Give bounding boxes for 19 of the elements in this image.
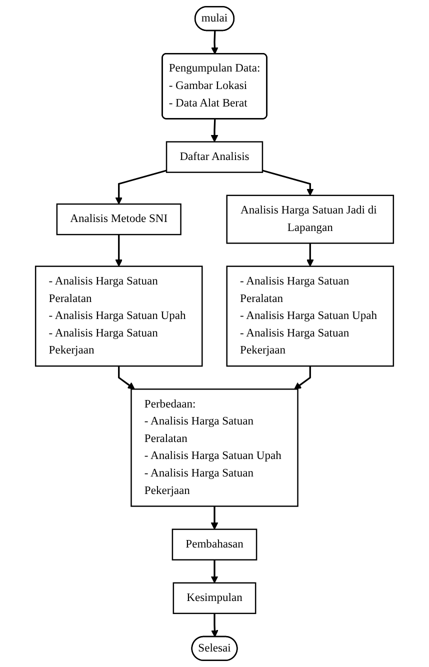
- arrow: [306, 243, 314, 267]
- arrow: [262, 170, 314, 196]
- arrow: [211, 30, 218, 54]
- node-box: Pembahasan: [172, 528, 258, 560]
- arrow: [115, 234, 122, 267]
- node-box: Daftar Analisis: [166, 141, 264, 173]
- arrow: [210, 119, 218, 142]
- node-box: Analisis Metode SNI: [56, 203, 182, 236]
- node-box: Kesimpulan: [172, 582, 256, 614]
- arrow: [115, 170, 167, 204]
- node-box: Analisis Harga Satuan Jadi di Lapangan: [226, 194, 394, 244]
- arrow: [211, 613, 218, 638]
- node-box: - Analisis Harga Satuan Peralatan - Analisis Harga Satuan Upah - Analisis Harga Satuan Pekerjaan: [34, 266, 203, 367]
- arrow: [210, 506, 218, 530]
- node-box: - Analisis Harga Satuan Peralatan - Analisis Harga Satuan Upah - Analisis Harga Satuan Pekerjaan: [226, 266, 394, 367]
- arrow: [210, 560, 218, 584]
- arrow: [294, 366, 311, 390]
- arrow: [118, 366, 135, 390]
- node-box: Perbedaan: - Analisis Harga Satuan Peralatan - Analisis Harga Satuan Upah - Analisis Harga Satuan Pekerjaan: [130, 388, 298, 507]
